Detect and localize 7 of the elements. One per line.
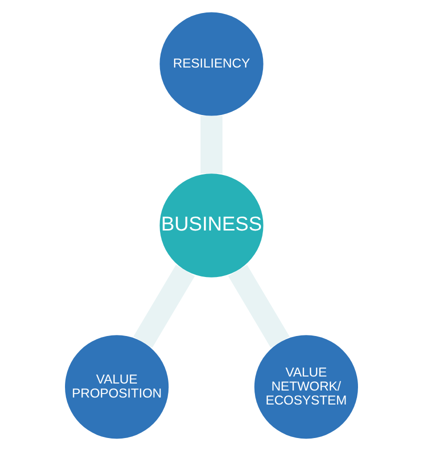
node-circle: RESILIENCY (159, 12, 263, 116)
connector (132, 264, 194, 348)
node-circle: BUSINESS (159, 174, 263, 278)
connector (228, 264, 290, 348)
node-circle: VALUE PROPOSITION (64, 335, 168, 439)
connector (200, 116, 222, 174)
node-circle: VALUE NETWORK/ ECOSYSTEM (254, 335, 358, 439)
